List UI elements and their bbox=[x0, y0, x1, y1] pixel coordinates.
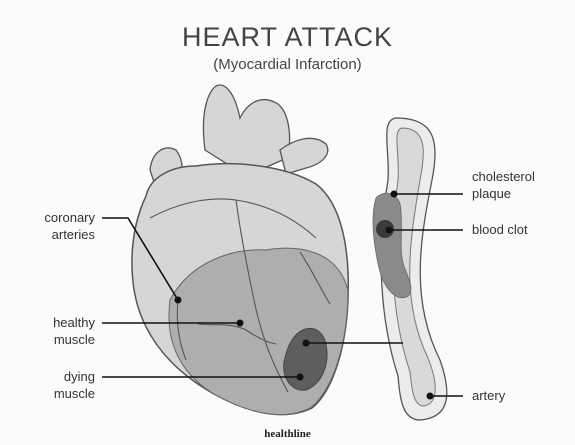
label-dying-muscle: dying muscle bbox=[54, 368, 95, 402]
brand-logo: healthline bbox=[0, 428, 575, 440]
label-dying-muscle-line1: dying bbox=[54, 368, 95, 385]
label-cholesterol-plaque-line1: cholesterol bbox=[472, 168, 535, 185]
label-artery: artery bbox=[472, 387, 505, 404]
label-healthy-muscle: healthy muscle bbox=[53, 314, 95, 348]
label-healthy-muscle-line2: muscle bbox=[53, 331, 95, 348]
label-coronary-arteries-line2: arteries bbox=[44, 226, 95, 243]
label-healthy-muscle-line1: healthy bbox=[53, 314, 95, 331]
label-coronary-arteries: coronary arteries bbox=[44, 209, 95, 243]
label-cholesterol-plaque: cholesterol plaque bbox=[472, 168, 535, 202]
label-cholesterol-plaque-line2: plaque bbox=[472, 185, 535, 202]
aorta bbox=[203, 85, 289, 176]
healthy-muscle-region bbox=[169, 248, 348, 414]
label-blood-clot: blood clot bbox=[472, 221, 528, 238]
label-dying-muscle-line2: muscle bbox=[54, 385, 95, 402]
label-coronary-arteries-line1: coronary bbox=[44, 209, 95, 226]
